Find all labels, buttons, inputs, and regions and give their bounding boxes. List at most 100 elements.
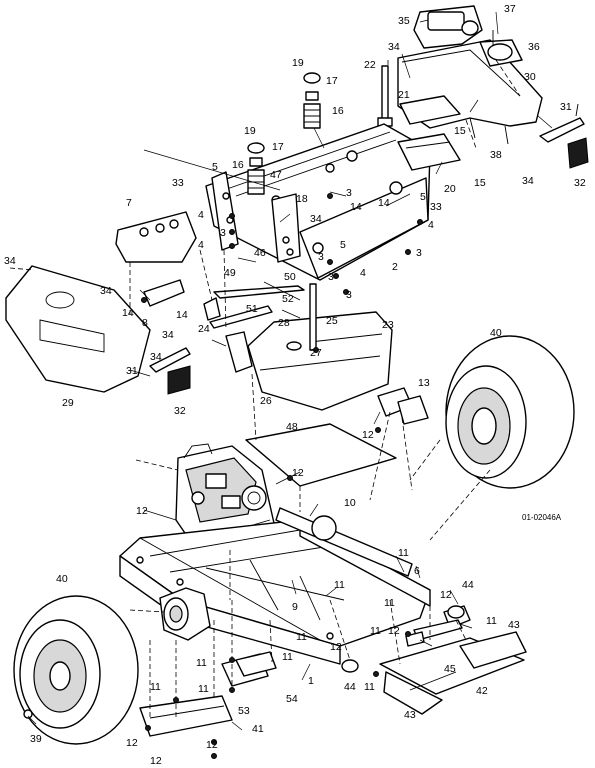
callout-34: 34 xyxy=(150,351,162,363)
callout-5: 5 xyxy=(420,191,426,203)
callout-24: 24 xyxy=(198,323,210,335)
callout-12: 12 xyxy=(136,505,148,517)
callout-15: 15 xyxy=(474,177,486,189)
callout-17: 17 xyxy=(326,75,338,87)
grip-left xyxy=(167,365,191,395)
callout-45: 45 xyxy=(444,663,456,675)
callout-48: 48 xyxy=(286,421,298,433)
engine-plate xyxy=(245,423,397,487)
callout-42: 42 xyxy=(476,685,488,697)
callout-labels: 1 2 3 3 3 3 3 3 4 4 4 4 5 5 5 6 7 8 9 10… xyxy=(4,3,586,767)
callout-19: 19 xyxy=(292,57,304,69)
callout-17: 17 xyxy=(272,141,284,153)
callout-13: 13 xyxy=(418,377,430,389)
control-mount-bracket xyxy=(271,193,301,263)
callout-44: 44 xyxy=(344,681,356,693)
callout-21: 21 xyxy=(398,89,410,101)
callout-46: 46 xyxy=(254,247,266,259)
callout-34: 34 xyxy=(162,329,174,341)
control-handle-right xyxy=(539,103,585,143)
pedal xyxy=(203,297,221,321)
callout-29: 29 xyxy=(62,397,74,409)
callout-5: 5 xyxy=(340,239,346,251)
callout-3: 3 xyxy=(318,251,324,263)
callout-34: 34 xyxy=(100,285,112,297)
callout-12: 12 xyxy=(440,589,452,601)
callout-7: 7 xyxy=(126,197,132,209)
callout-25: 25 xyxy=(326,315,338,327)
callout-37: 37 xyxy=(504,3,516,15)
bumper-assembly-middle xyxy=(247,142,265,195)
callout-14: 14 xyxy=(176,309,188,321)
leader-lines xyxy=(27,11,553,731)
callout-22: 22 xyxy=(364,59,376,71)
control-handle-left xyxy=(149,347,191,373)
callout-34: 34 xyxy=(388,41,400,53)
callout-2: 2 xyxy=(392,261,398,273)
drawing-reference-code: 01-02046A xyxy=(522,513,562,522)
callout-4: 4 xyxy=(428,219,434,231)
callout-12: 12 xyxy=(388,625,400,637)
callout-19: 19 xyxy=(244,125,256,137)
grip-right xyxy=(567,137,589,169)
callout-28: 28 xyxy=(278,317,290,329)
callout-34: 34 xyxy=(4,255,16,267)
callout-39: 39 xyxy=(30,733,42,745)
main-chassis-frame xyxy=(119,519,431,665)
callout-14: 14 xyxy=(122,307,134,319)
callout-12: 12 xyxy=(126,737,138,749)
callout-20: 20 xyxy=(444,183,456,195)
pivot-rod xyxy=(309,283,317,351)
callout-43: 43 xyxy=(508,619,520,631)
callout-3: 3 xyxy=(346,187,352,199)
callout-53: 53 xyxy=(238,705,250,717)
callout-11: 11 xyxy=(334,579,345,591)
callout-3: 3 xyxy=(416,247,422,259)
callout-3: 3 xyxy=(328,271,334,283)
callout-11: 11 xyxy=(196,657,207,669)
callout-26: 26 xyxy=(260,395,272,407)
console-box xyxy=(413,5,483,49)
callout-3: 3 xyxy=(346,289,352,301)
filler-neck xyxy=(225,331,253,373)
callout-31: 31 xyxy=(560,101,572,113)
callout-32: 32 xyxy=(574,177,586,189)
callout-43: 43 xyxy=(404,709,416,721)
callout-12: 12 xyxy=(292,467,304,479)
callout-16: 16 xyxy=(232,159,244,171)
callout-11: 11 xyxy=(384,597,395,609)
wheel-motor-hub xyxy=(159,587,211,641)
fuel-tank xyxy=(247,311,393,411)
callout-40: 40 xyxy=(490,327,502,339)
callout-6: 6 xyxy=(414,565,420,577)
callout-44: 44 xyxy=(462,579,474,591)
rod xyxy=(377,65,393,127)
callout-49: 49 xyxy=(224,267,236,279)
axle-tube xyxy=(275,507,413,577)
callout-4: 4 xyxy=(198,209,204,221)
callout-23: 23 xyxy=(382,319,394,331)
callout-15: 15 xyxy=(454,125,466,137)
callout-40: 40 xyxy=(56,573,68,585)
guard-plate xyxy=(379,631,527,715)
link-bracket xyxy=(143,279,185,307)
callout-16: 16 xyxy=(332,105,344,117)
callout-11: 11 xyxy=(296,631,307,643)
callout-47: 47 xyxy=(270,169,282,181)
callout-38: 38 xyxy=(490,149,502,161)
callout-36: 36 xyxy=(528,41,540,53)
callout-8: 8 xyxy=(142,317,148,329)
callout-31: 31 xyxy=(126,365,138,377)
skid-plate-large xyxy=(139,695,233,737)
callout-27: 27 xyxy=(310,347,322,359)
mount-block xyxy=(115,211,197,263)
callout-14: 14 xyxy=(350,201,362,213)
callout-35: 35 xyxy=(398,15,410,27)
callout-34: 34 xyxy=(522,175,534,187)
callout-32: 32 xyxy=(174,405,186,417)
callout-1: 1 xyxy=(308,675,314,687)
callout-41: 41 xyxy=(252,723,264,735)
callout-12: 12 xyxy=(206,739,218,751)
callout-5: 5 xyxy=(212,161,218,173)
